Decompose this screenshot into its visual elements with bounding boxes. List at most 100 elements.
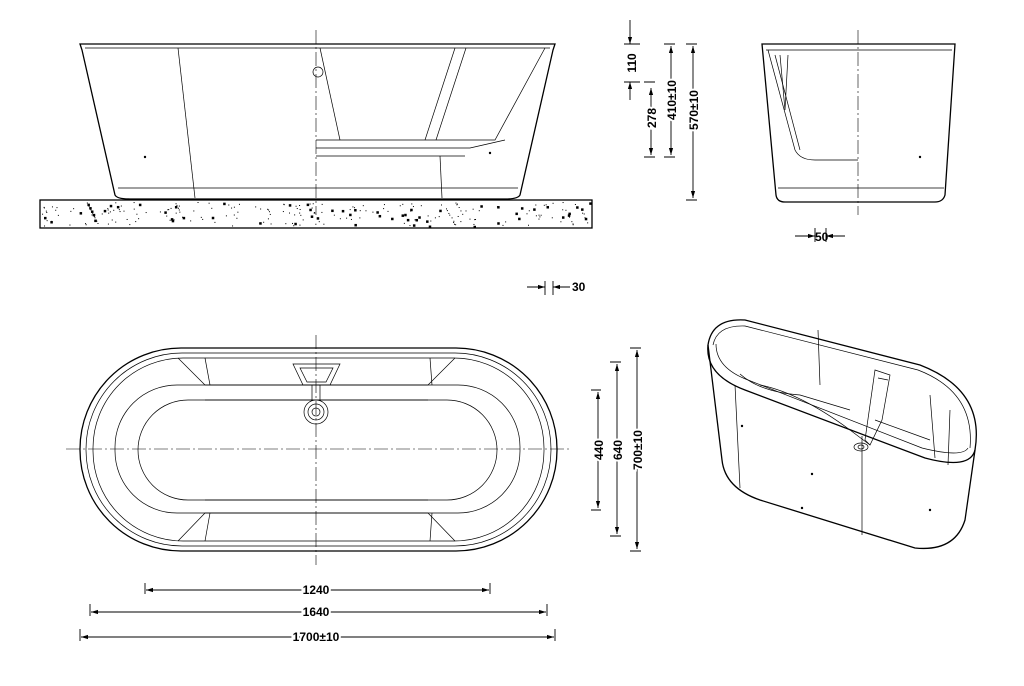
slab-speckle <box>42 213 44 215</box>
slab-speckle <box>299 205 301 207</box>
slab-speckle <box>138 203 142 207</box>
slab-speckle <box>288 204 292 207</box>
slab-speckle <box>458 207 460 209</box>
slab-speckle <box>267 218 269 220</box>
slab-speckle <box>168 209 170 211</box>
slab-speckle <box>404 213 407 217</box>
slab-speckle <box>108 212 110 214</box>
slab-speckle <box>295 205 297 207</box>
slab-speckle <box>103 209 107 213</box>
slab-speckle <box>314 212 316 214</box>
slab-speckle <box>178 209 180 211</box>
slab-speckle <box>505 221 507 223</box>
slab-speckle <box>51 206 53 208</box>
slab-speckle <box>446 210 448 212</box>
slab-speckle <box>309 208 312 212</box>
dim-rim: 110 <box>625 53 639 73</box>
slab-speckle <box>92 212 94 214</box>
slab-speckle <box>365 210 367 212</box>
slab-speckle <box>312 203 314 205</box>
slab-speckle <box>415 218 419 222</box>
slab-speckle <box>455 202 457 204</box>
slab-speckle <box>85 224 87 226</box>
slab-speckle <box>92 213 96 217</box>
slab-speckle <box>233 214 235 216</box>
slab-speckle <box>93 216 95 218</box>
slab-speckle <box>282 211 284 213</box>
slab-speckle <box>56 207 58 209</box>
slab-speckle <box>166 215 168 217</box>
slab-speckle <box>88 205 90 207</box>
slab-speckle <box>414 219 416 221</box>
slab-speckle <box>109 211 111 213</box>
slab-speckle <box>354 207 356 209</box>
slab-speckle <box>177 207 179 209</box>
slab-speckle <box>306 203 310 207</box>
slab-speckle <box>581 208 584 211</box>
slab-speckle <box>238 203 240 205</box>
slab-speckle <box>293 225 295 227</box>
slab-speckle <box>576 206 579 209</box>
slab-speckle <box>473 223 475 225</box>
slab-speckle <box>528 210 530 212</box>
slab-speckle <box>169 219 171 221</box>
slab-speckle <box>387 210 389 212</box>
slab-speckle <box>233 206 235 208</box>
slab-speckle <box>193 210 195 212</box>
slab-speckle <box>113 209 115 211</box>
slab-speckle <box>133 202 135 204</box>
slab-speckle <box>109 204 113 208</box>
slab-speckle <box>526 213 528 215</box>
slab-speckle <box>434 217 436 219</box>
slab-speckle <box>232 225 234 227</box>
slab-speckle <box>136 213 138 215</box>
slab-speckle <box>123 210 125 212</box>
slab-speckle <box>359 217 361 219</box>
slab-speckle <box>410 210 412 212</box>
slab-speckle <box>101 213 103 215</box>
slab-speckle <box>453 222 455 224</box>
slab-speckle <box>584 217 586 219</box>
slab-speckle <box>211 207 213 209</box>
slab-speckle <box>300 214 302 216</box>
slab-speckle <box>528 224 530 226</box>
slab-speckle <box>497 222 500 225</box>
dim-width: 640 <box>611 440 625 460</box>
slab-speckle <box>545 204 547 206</box>
slab-speckle <box>475 218 477 220</box>
dim-depth: 410±10 <box>665 80 679 120</box>
slab-speckle <box>225 215 227 217</box>
slab-speckle <box>449 214 451 216</box>
slab-speckle <box>267 208 269 210</box>
slab-speckle <box>426 220 429 223</box>
slab-speckle <box>44 216 47 220</box>
dim-overall-length: 1700±10 <box>293 630 340 644</box>
slab-speckle <box>456 203 458 205</box>
slab-speckle <box>321 211 323 213</box>
dim-seat-depth: 278 <box>645 108 659 128</box>
slab-speckle <box>399 205 401 207</box>
slab-speckle <box>182 216 186 220</box>
slab-speckle <box>562 202 564 204</box>
slab-speckle <box>43 207 45 209</box>
slab-speckle <box>430 220 432 222</box>
slab-speckle <box>346 217 348 219</box>
slab-speckle <box>89 207 92 210</box>
slab-speckle <box>91 214 93 216</box>
slab-speckle <box>354 223 357 227</box>
slab-speckle <box>95 219 97 221</box>
slab-speckle <box>178 205 180 207</box>
slab-speckle <box>170 207 172 209</box>
slab-speckle <box>171 219 175 223</box>
slab-speckle <box>455 224 457 226</box>
slab-speckle <box>496 206 498 208</box>
slab-speckle <box>283 203 285 205</box>
slab-speckle <box>255 206 257 208</box>
slab-speckle <box>406 218 410 222</box>
end-view: 50 <box>761 30 956 244</box>
slab-speckle <box>474 219 476 221</box>
slab-speckle <box>349 209 351 211</box>
slab-speckle <box>145 212 147 214</box>
slab-speckle <box>383 204 385 206</box>
slab-speckle <box>515 212 518 216</box>
